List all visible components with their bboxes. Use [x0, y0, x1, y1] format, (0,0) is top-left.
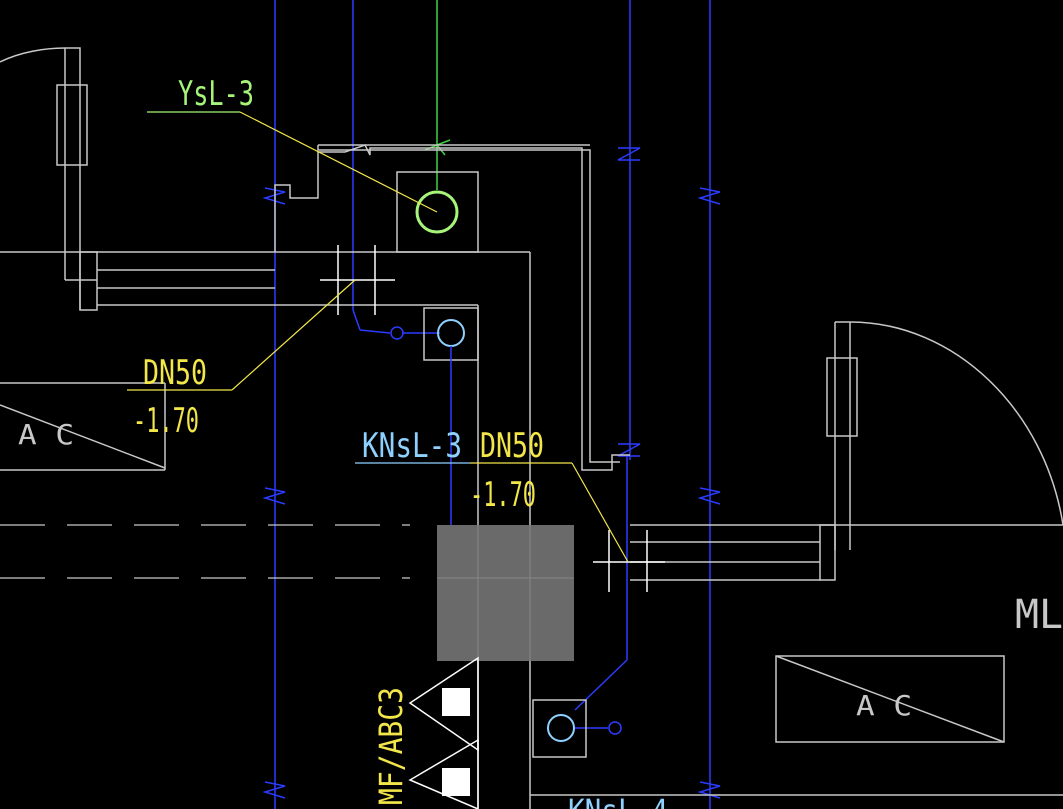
elevation-label-left: -1.70	[133, 401, 199, 441]
gray-area-lines	[437, 525, 574, 661]
dashed-center-lines	[0, 524, 410, 579]
leader-lines	[127, 111, 629, 563]
pipe-break-markers	[320, 245, 665, 592]
gray-shaded-area	[437, 525, 574, 661]
ml-label: ML	[1015, 592, 1063, 638]
extinguisher-label: MF/ABC3	[372, 687, 410, 805]
extinguisher-symbols	[408, 656, 479, 809]
green-riser-circle	[415, 190, 459, 234]
dn50-label-mid: DN50	[480, 426, 544, 466]
valve-small-circle-bottom	[608, 721, 622, 735]
valve-small-circle-left	[390, 326, 404, 340]
ac-label-left: A C	[18, 418, 74, 451]
dn50-label-left: DN50	[143, 353, 207, 393]
ac-label-right: A C	[856, 689, 912, 722]
cyan-riser-circle-bottom	[547, 714, 575, 742]
knsl-bottom-partial-label: KNsL-4	[568, 792, 668, 809]
blue-vertical-lines	[274, 0, 711, 809]
elevation-label-mid: -1.70	[470, 475, 536, 515]
knsl-label: KNsL-3	[362, 426, 462, 466]
ysl-label: YsL-3	[178, 74, 254, 114]
